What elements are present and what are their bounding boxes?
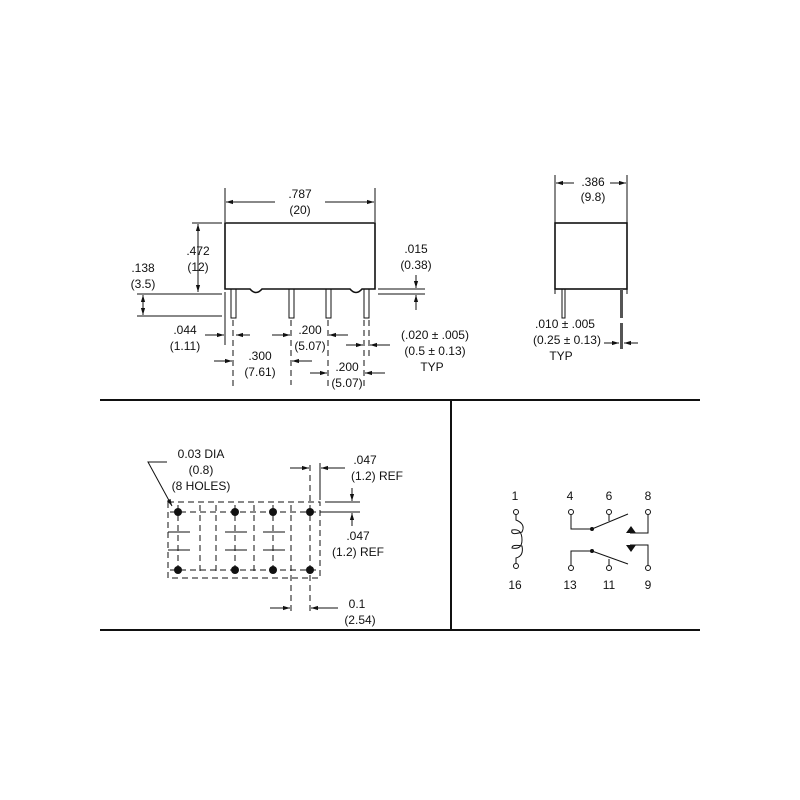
contact-arrow-down bbox=[626, 545, 636, 552]
pitch1-mm: (7.61) bbox=[244, 365, 275, 379]
ref-y-mm: (1.2) REF bbox=[332, 545, 384, 559]
ref-x-in: .047 bbox=[353, 453, 377, 467]
side-view: .386 (9.8) .010 ± .005 (0.25 ± 0.13) TYP bbox=[533, 175, 638, 363]
relay-body-front bbox=[224, 222, 376, 294]
edge-in: .044 bbox=[173, 323, 197, 337]
hole-count: (8 HOLES) bbox=[172, 479, 231, 493]
pin-label-16: 16 bbox=[508, 578, 522, 592]
pin-label-9: 9 bbox=[645, 578, 652, 592]
pitch1-in: .300 bbox=[248, 349, 272, 363]
width-in: .386 bbox=[581, 175, 605, 189]
pcb-outline bbox=[167, 501, 321, 579]
pin-length-mm: (3.5) bbox=[131, 277, 156, 291]
height-mm: (12) bbox=[187, 260, 208, 274]
pin-label-6: 6 bbox=[606, 489, 613, 503]
length-mm: (20) bbox=[289, 203, 310, 217]
pin-width-mm: (0.5 ± 0.13) bbox=[404, 344, 465, 358]
schematic: 1 4 6 8 16 13 11 9 bbox=[508, 489, 651, 592]
ref-x-mm: (1.2) REF bbox=[351, 469, 403, 483]
pin-width-in: (.020 ± .005) bbox=[401, 328, 469, 342]
side-pin-thin bbox=[620, 289, 623, 318]
contact-symbols bbox=[568, 509, 651, 571]
pitch3-in: .200 bbox=[335, 360, 359, 374]
pin-label-8: 8 bbox=[645, 489, 652, 503]
relay-body-side bbox=[554, 222, 628, 290]
pin-label-13: 13 bbox=[563, 578, 577, 592]
edge-mm: (1.11) bbox=[170, 339, 200, 353]
pitch2-in: .200 bbox=[298, 323, 322, 337]
front-view: .787 (20) .472 (12) .138 (3.5) .015 (0.3… bbox=[131, 187, 469, 390]
ref-y-in: .047 bbox=[346, 529, 370, 543]
coil-symbol bbox=[511, 509, 524, 569]
contact-arrow-up bbox=[626, 526, 636, 533]
standoff-mm: (0.38) bbox=[400, 258, 431, 272]
length-in: .787 bbox=[288, 187, 312, 201]
holes bbox=[174, 508, 314, 574]
pin-label-11: 11 bbox=[603, 578, 616, 592]
pitch-in: 0.1 bbox=[349, 597, 366, 611]
pitch-mm: (2.54) bbox=[344, 613, 375, 627]
standoff-in: .015 bbox=[404, 242, 428, 256]
pin-width-typ: TYP bbox=[420, 360, 443, 374]
height-in: .472 bbox=[186, 244, 210, 258]
hole-dia-mm: (0.8) bbox=[189, 463, 214, 477]
pins-front bbox=[230, 288, 370, 390]
side-pin bbox=[561, 288, 566, 319]
pin-thickness-mm: (0.25 ± 0.13) bbox=[533, 333, 601, 347]
pin-label-4: 4 bbox=[567, 489, 574, 503]
hole-dia-in: 0.03 DIA bbox=[178, 447, 225, 461]
width-mm: (9.8) bbox=[581, 190, 606, 204]
pin-length-in: .138 bbox=[131, 261, 155, 275]
pitch2-mm: (5.07) bbox=[294, 339, 325, 353]
pin-thickness-typ: TYP bbox=[549, 349, 572, 363]
pin-thickness-in: .010 ± .005 bbox=[535, 317, 595, 331]
pcb-layout: 0.03 DIA (0.8) (8 HOLES) .047 (1.2) REF … bbox=[147, 447, 403, 627]
pin-label-1: 1 bbox=[512, 489, 519, 503]
pitch3-mm: (5.07) bbox=[331, 376, 362, 390]
